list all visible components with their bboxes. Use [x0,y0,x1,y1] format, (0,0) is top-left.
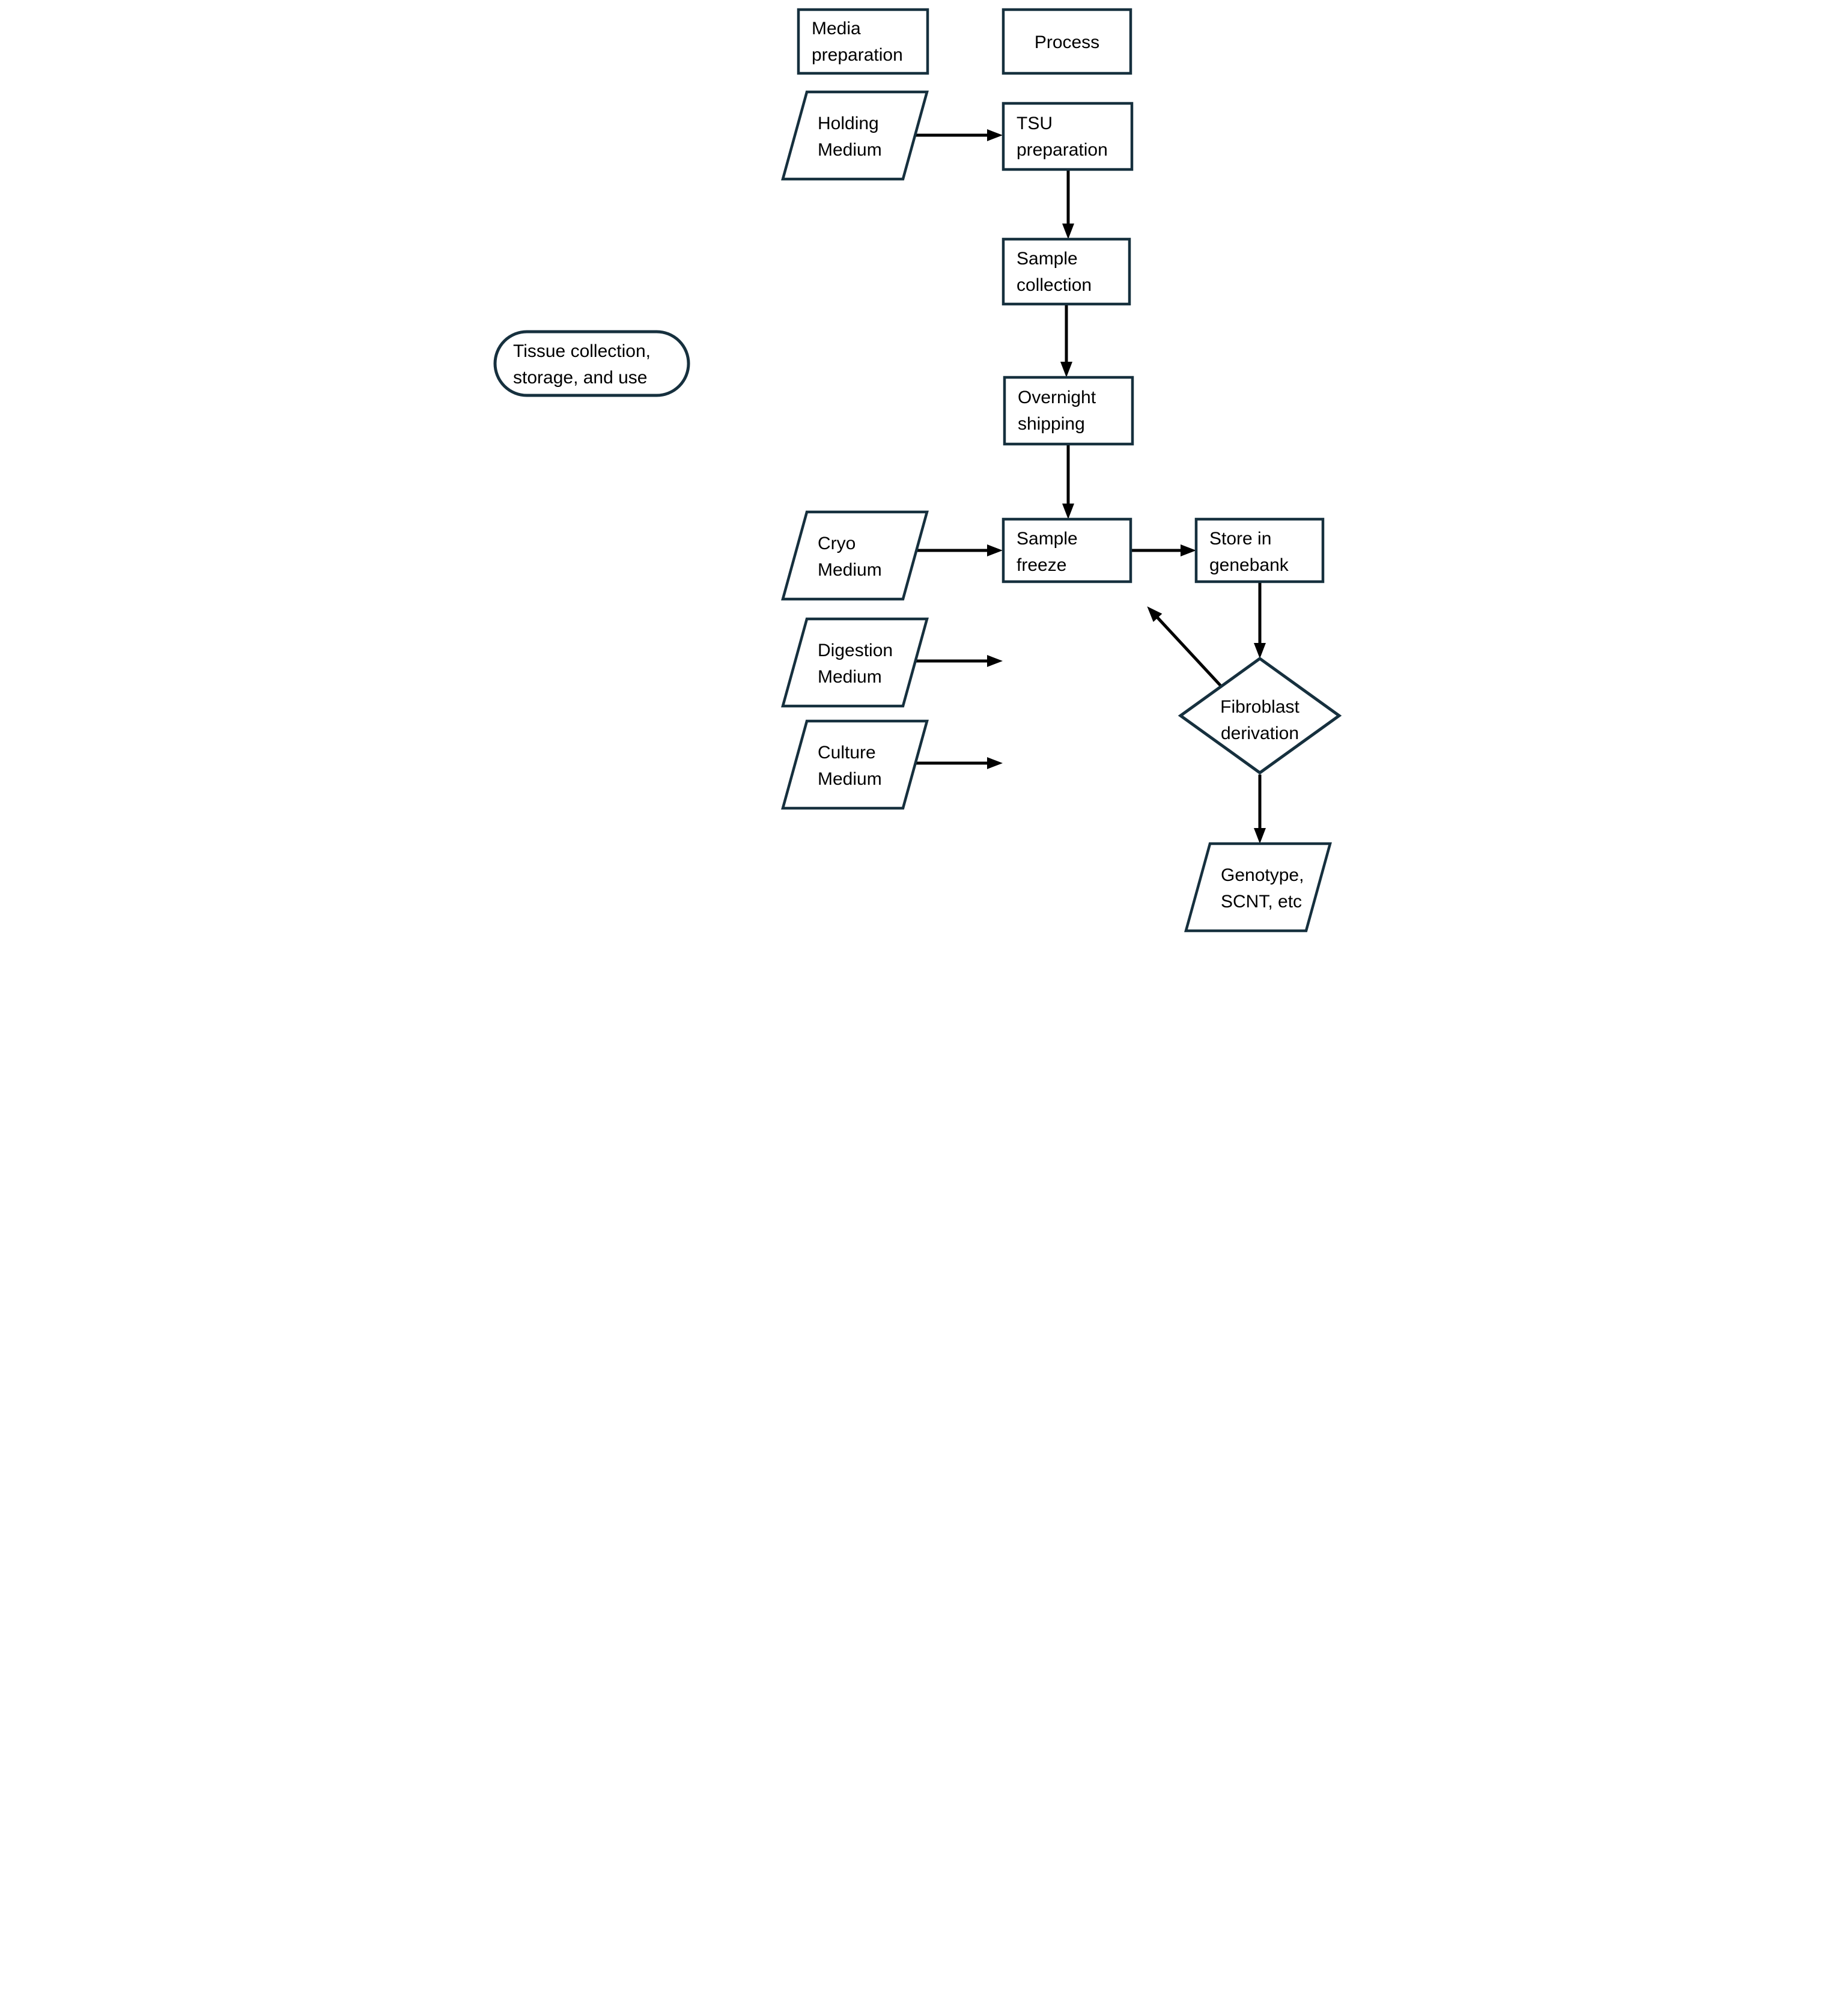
overnight-shipping-label-line1: Overnight [1018,388,1096,407]
node-digestion-medium: Digestion Medium [781,617,929,708]
holding-medium-label-line2: Medium [818,140,882,160]
culture-medium-parallelogram [781,719,929,810]
store-in-genebank-label-line2: genebank [1209,555,1289,575]
holding-medium-label-line1: Holding [818,114,879,133]
node-culture-medium: Culture Medium [781,719,929,810]
sample-collection-label-line2: collection [1017,275,1092,295]
genotype-scnt-label-line2: SCNT, etc [1221,892,1302,912]
process-box [1002,8,1132,75]
media-preparation-label-line2: preparation [812,45,903,65]
overnight-shipping-label-line2: shipping [1018,414,1085,434]
flowchart-page: Media preparation Process Holding Medium… [485,0,1360,955]
culture-medium-label-line1: Culture [818,743,876,763]
sample-freeze-label-line1: Sample [1017,529,1078,549]
digestion-medium-label-line1: Digestion [818,641,893,660]
fibroblast-derivation-label-line2: derivation [1221,723,1299,743]
digestion-medium-parallelogram [781,617,929,708]
tsu-preparation-label-line2: preparation [1017,140,1108,160]
fibroblast-derivation-diamond [1178,656,1342,775]
tissue-collection-label-line1: Tissue collection, [513,341,651,361]
sample-collection-label-line1: Sample [1017,249,1078,269]
process-label-line1: Process [1035,32,1099,52]
tsu-preparation-label-line1: TSU [1017,114,1053,133]
sample-freeze-box [1002,517,1132,583]
node-sample-freeze: Sample freeze [1002,517,1132,583]
node-store-in-genebank: Store in genebank [1194,517,1325,583]
genotype-scnt-label-line1: Genotype, [1221,865,1304,885]
node-genotype-scnt: Genotype, SCNT, etc [1184,842,1332,933]
node-holding-medium: Holding Medium [781,90,929,181]
media-preparation-box [797,8,929,75]
edges-layer [916,129,1266,844]
cryo-medium-label-line2: Medium [818,560,882,580]
genotype-scnt-parallelogram [1184,842,1332,933]
media-preparation-label-line1: Media [812,19,861,38]
sample-freeze-label-line2: freeze [1017,555,1066,575]
node-cryo-medium: Cryo Medium [781,510,929,601]
cryo-medium-parallelogram [781,510,929,601]
node-media-preparation: Media preparation [797,8,929,75]
node-fibroblast-derivation: Fibroblast derivation [1178,656,1342,775]
digestion-medium-label-line2: Medium [818,667,882,687]
tissue-collection-stadium [493,330,690,397]
holding-medium-parallelogram [781,90,929,181]
cryo-medium-label-line1: Cryo [818,534,856,553]
store-in-genebank-box [1194,517,1325,583]
node-tsu-preparation: TSU preparation [1002,102,1134,171]
tsu-preparation-box [1002,102,1134,171]
node-process: Process [1002,8,1132,75]
node-sample-collection: Sample collection [1002,237,1131,306]
edge-fibroblast-to-freeze [1147,606,1227,692]
fibroblast-derivation-label-line1: Fibroblast [1220,697,1299,717]
culture-medium-label-line2: Medium [818,769,882,789]
store-in-genebank-label-line1: Store in [1209,529,1271,549]
overnight-shipping-box [1003,376,1134,446]
sample-collection-box [1002,237,1131,306]
tissue-collection-label-line2: storage, and use [513,368,648,388]
flowchart-canvas: Media preparation Process Holding Medium… [493,8,1342,933]
node-tissue-collection: Tissue collection, storage, and use [493,330,690,397]
node-overnight-shipping: Overnight shipping [1003,376,1134,446]
